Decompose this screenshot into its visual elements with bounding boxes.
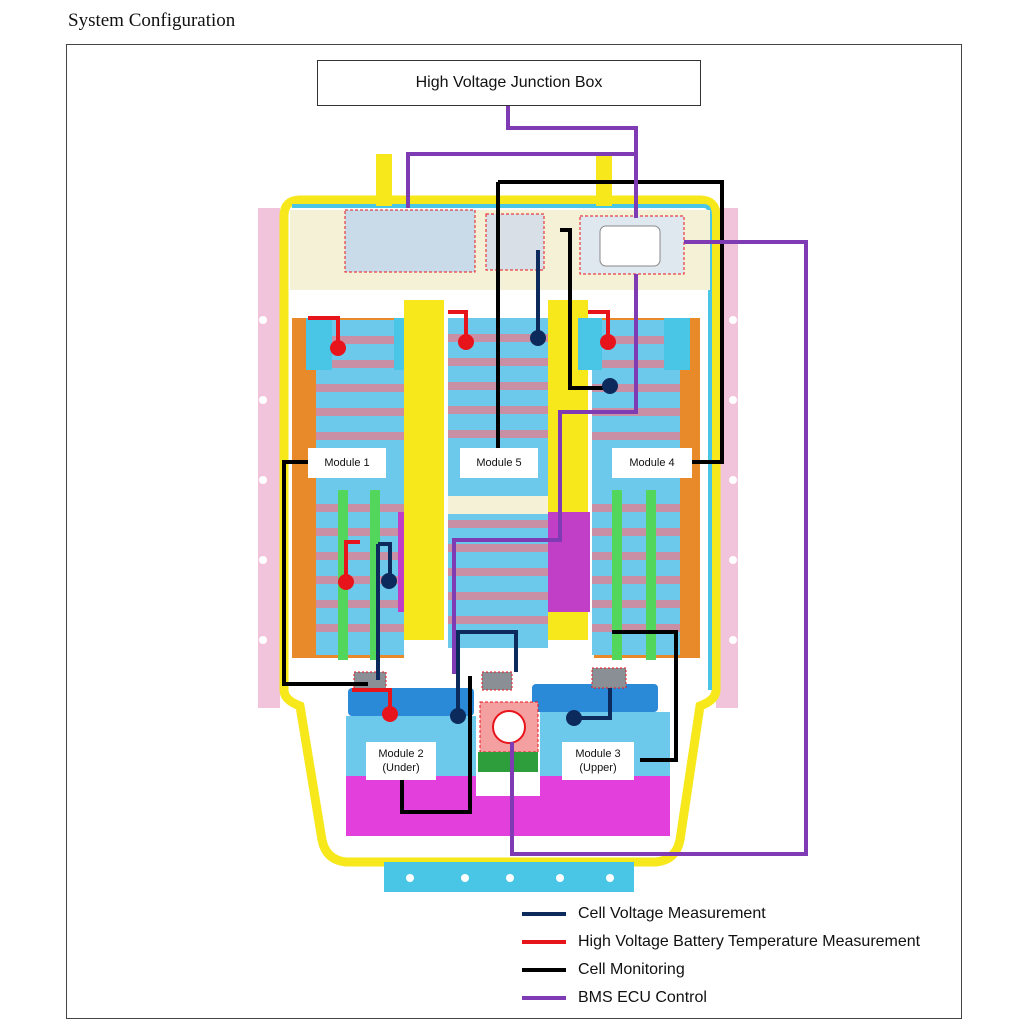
temperature-lines [308, 310, 610, 714]
module-3-base [540, 776, 670, 836]
module-1-name: Module 1 [324, 457, 370, 469]
page-heading: System Configuration [68, 10, 236, 31]
module-3-name: Module 3 [575, 748, 621, 760]
cell-voltage-lines [376, 250, 612, 720]
module-4-label: Module 4 [612, 448, 692, 478]
module-2-name: Module 2 [378, 748, 424, 760]
legend-swatch-navy [522, 912, 566, 916]
legend: Cell Voltage Measurement High Voltage Ba… [522, 900, 920, 1012]
bms-ecu-control-lines [406, 106, 808, 856]
high-voltage-junction-box: High Voltage Junction Box [317, 60, 701, 106]
module-4-name: Module 4 [629, 457, 675, 469]
module-3-label: Module 3 (Upper) [562, 742, 634, 780]
module-3-note: (Upper) [579, 762, 617, 774]
legend-swatch-purple [522, 996, 566, 1000]
figure-frame [66, 44, 962, 1019]
module-1-label: Module 1 [308, 448, 386, 478]
legend-item-cell-voltage: Cell Voltage Measurement [522, 900, 920, 928]
legend-swatch-black [522, 968, 566, 972]
module-5-label: Module 5 [460, 448, 538, 478]
module-4-purple-block [548, 512, 590, 612]
rail-bolts [259, 316, 737, 644]
legend-swatch-red [522, 940, 566, 944]
temperature-nodes [330, 334, 616, 722]
relay-box [344, 209, 476, 273]
legend-item-cell-monitoring: Cell Monitoring [522, 956, 920, 984]
connector-block [485, 213, 545, 271]
legend-item-temperature: High Voltage Battery Temperature Measure… [522, 928, 920, 956]
module-5-name: Module 5 [476, 457, 522, 469]
module-2-label: Module 2 (Under) [366, 742, 436, 780]
module-2-base [346, 776, 476, 836]
legend-label: Cell Monitoring [578, 961, 685, 978]
legend-item-bms-ecu: BMS ECU Control [522, 984, 920, 1012]
left-side-rail [258, 208, 280, 708]
tray-outline [279, 195, 721, 867]
cell-monitoring-lines [282, 180, 724, 814]
legend-label: Cell Voltage Measurement [578, 905, 766, 922]
legend-label: High Voltage Battery Temperature Measure… [578, 933, 921, 950]
cell-voltage-nodes [381, 330, 618, 726]
legend-label: BMS ECU Control [578, 989, 707, 1006]
module-2-note: (Under) [382, 762, 420, 774]
